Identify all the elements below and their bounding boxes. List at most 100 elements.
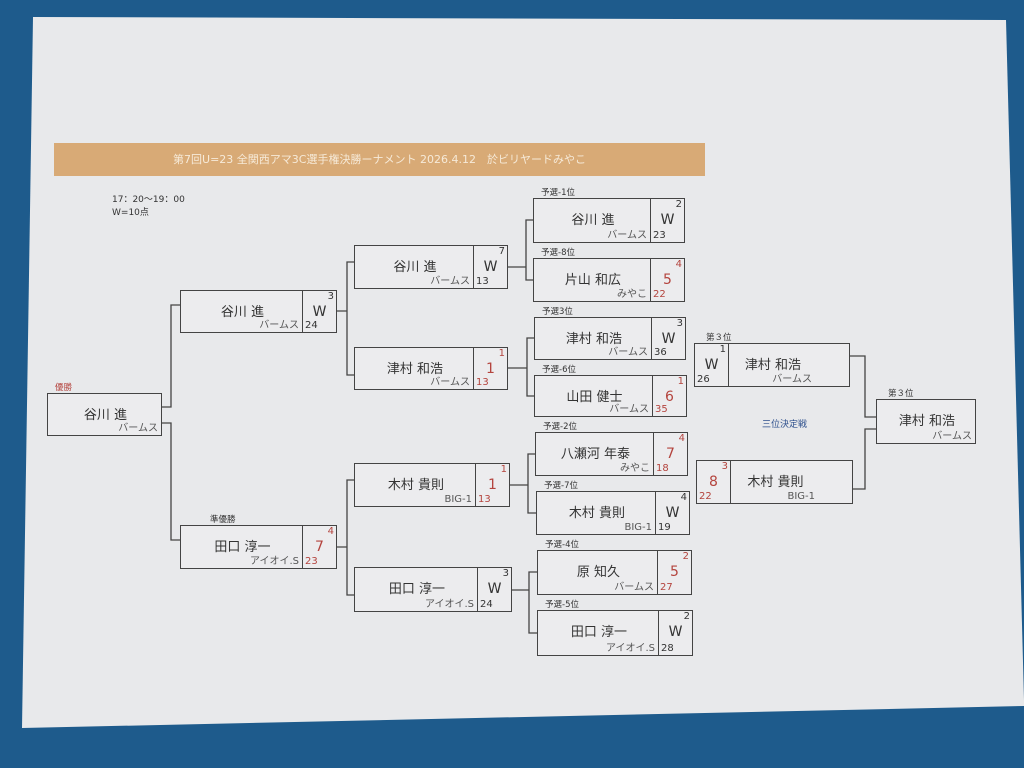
- high-run: 36: [654, 347, 667, 358]
- player-name: 田口 淳一: [214, 540, 271, 555]
- high-run: 18: [656, 463, 669, 474]
- match-score: W: [312, 304, 327, 320]
- innings-count: 2: [675, 199, 682, 210]
- match-score: 7: [666, 446, 675, 462]
- innings-count: 1: [719, 344, 726, 355]
- seed-label: 準優勝: [210, 515, 236, 525]
- player-name: 田口 淳一: [570, 625, 628, 640]
- innings-count: 3: [327, 291, 334, 302]
- player-name: 津村 和浩: [565, 332, 623, 347]
- rule-text: W=10点: [112, 208, 149, 218]
- innings-count: 4: [678, 433, 685, 444]
- high-run: 23: [653, 230, 666, 241]
- seed-label: 予選-8位: [541, 248, 575, 258]
- innings-count: 4: [327, 526, 334, 537]
- seed-label: 予選-6位: [542, 365, 576, 375]
- player-team: バームス: [607, 230, 647, 241]
- innings-count: 1: [500, 464, 507, 475]
- seed-label: 予選-7位: [544, 481, 578, 491]
- player-team: みやこ: [620, 463, 650, 474]
- high-run: 13: [478, 494, 491, 505]
- player-name: 山田 健士: [566, 390, 623, 405]
- seed-label: 予選-2位: [543, 422, 577, 432]
- player-team: バームス: [259, 320, 299, 331]
- player-name: 田口 淳一: [388, 582, 446, 597]
- innings-count: 7: [498, 246, 505, 257]
- player-team: アイオイ.S: [605, 643, 655, 654]
- player-name: 津村 和浩: [898, 414, 956, 429]
- high-run: 24: [480, 599, 493, 610]
- match-score: 8: [709, 474, 718, 490]
- match-score: 6: [665, 389, 674, 405]
- match-score: 5: [670, 564, 679, 580]
- player-name: 津村 和浩: [744, 358, 802, 373]
- innings-count: 2: [682, 551, 689, 562]
- high-run: 22: [653, 289, 666, 300]
- match-score: W: [660, 212, 675, 228]
- player-team: バームス: [430, 377, 470, 388]
- match-score: W: [661, 331, 676, 347]
- high-run: 23: [305, 556, 318, 567]
- player-name: 木村 貴則: [568, 506, 626, 521]
- player-name: 片山 和広: [564, 273, 622, 288]
- innings-count: 3: [676, 318, 683, 329]
- player-team: バームス: [932, 431, 972, 442]
- player-name: 木村 貴則: [387, 478, 445, 493]
- innings-count: 3: [721, 461, 728, 472]
- high-run: 24: [305, 320, 318, 331]
- player-team: アイオイ.S: [424, 599, 474, 610]
- match-slot-champ: 谷川 進バームス: [47, 393, 162, 436]
- seed-label: 優勝: [55, 383, 73, 393]
- player-team: みやこ: [617, 289, 647, 300]
- seed-label: 予選-5位: [545, 600, 579, 610]
- player-name: 原 知久: [576, 565, 621, 580]
- player-name: 谷川 進: [393, 260, 437, 275]
- match-score: W: [704, 357, 719, 373]
- seed-label: 予選-1位: [541, 188, 575, 198]
- player-name: 津村 和浩: [386, 362, 444, 377]
- player-team: バームス: [772, 374, 812, 385]
- high-run: 22: [699, 491, 712, 502]
- player-name: 八瀬河 年泰: [560, 447, 631, 462]
- player-name: 谷川 進: [83, 408, 128, 423]
- player-name: 木村 貴則: [747, 475, 804, 490]
- player-team: アイオイ.S: [249, 556, 299, 567]
- time-range: 17：20〜19：00: [112, 195, 185, 205]
- innings-count: 3: [502, 568, 509, 579]
- high-run: 27: [660, 582, 673, 593]
- player-team: バームス: [614, 582, 654, 593]
- match-score: 1: [488, 477, 497, 493]
- seed-label: 予選3位: [542, 307, 573, 317]
- player-team: BIG-1: [787, 491, 815, 502]
- match-score: W: [487, 581, 502, 597]
- innings-count: 4: [675, 259, 682, 270]
- player-team: バームス: [609, 404, 649, 415]
- match-score: 1: [486, 361, 495, 377]
- player-team: バームス: [608, 347, 648, 358]
- innings-count: 1: [498, 348, 505, 359]
- seed-label: 第３位: [888, 389, 914, 399]
- seed-label: 予選-4位: [545, 540, 579, 550]
